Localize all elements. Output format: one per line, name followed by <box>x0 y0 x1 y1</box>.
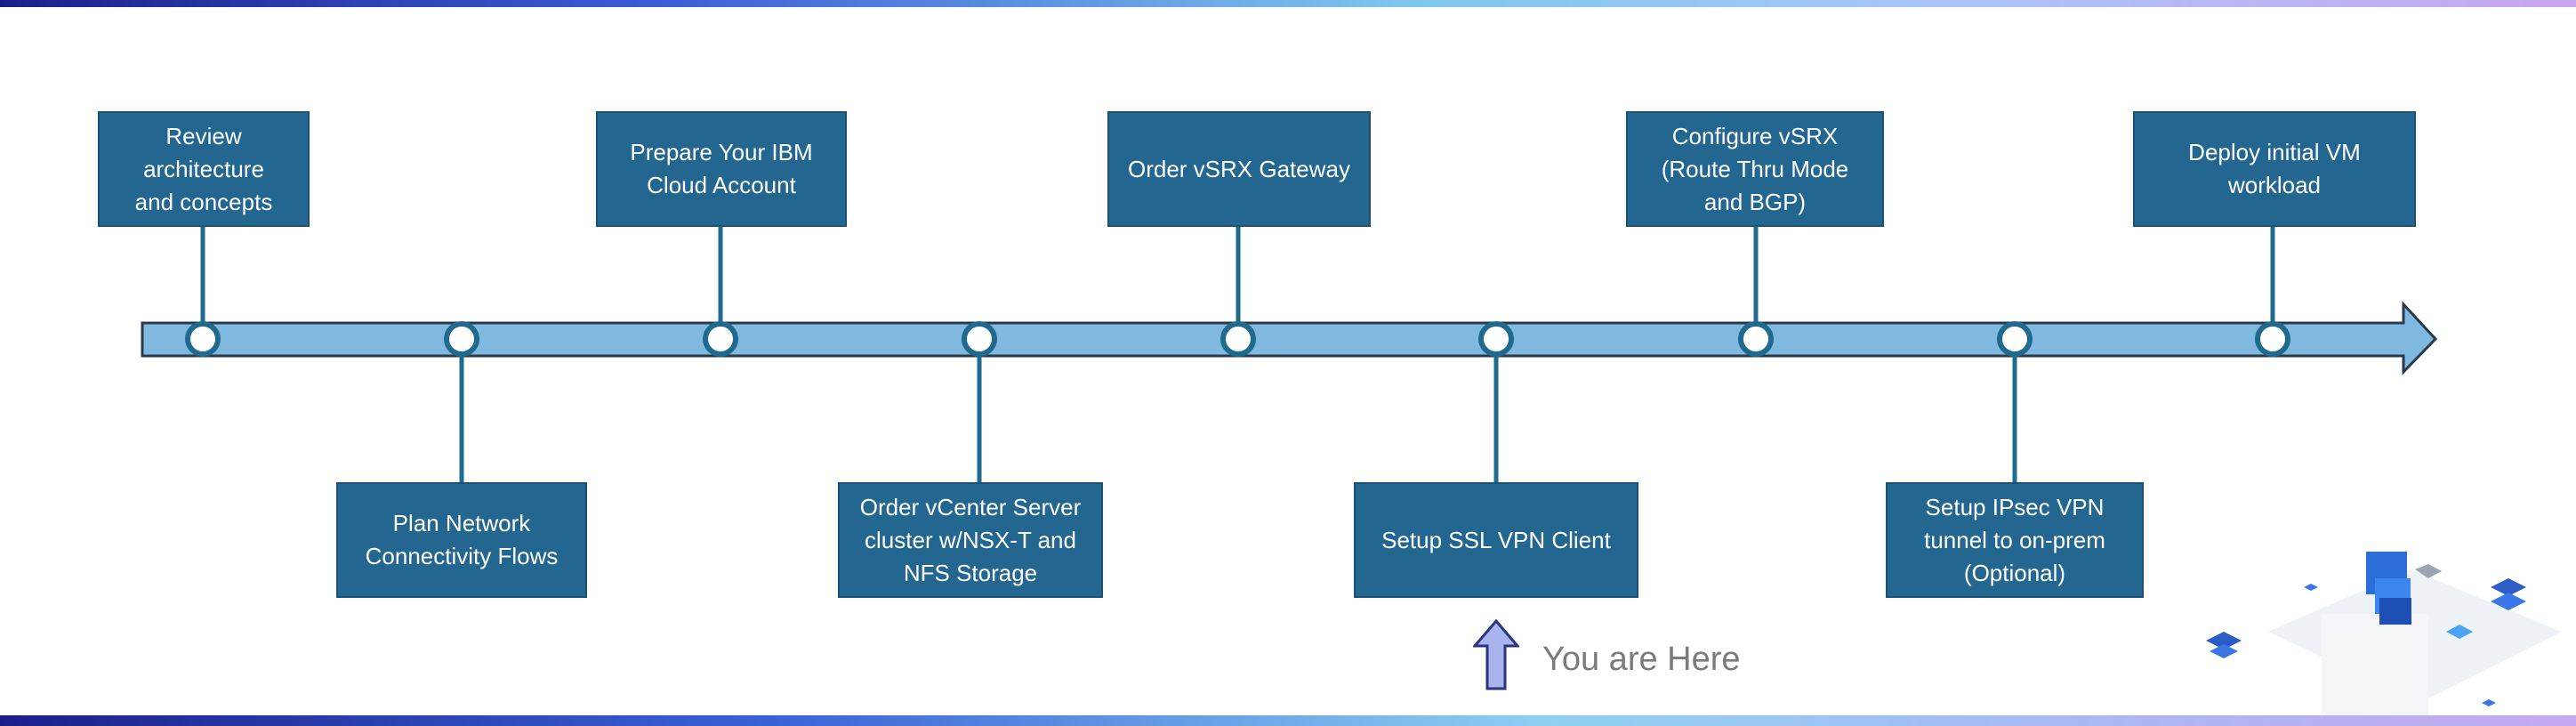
milestone-node <box>444 321 479 357</box>
milestone-node <box>1478 321 1514 357</box>
milestone-label: Review architecture and concepts <box>134 122 273 215</box>
timeline-arrow <box>141 301 2438 375</box>
milestone-label: Order vSRX Gateway <box>1128 155 1350 182</box>
milestone-box: Configure vSRX (Route Thru Mode and BGP) <box>1626 111 1884 227</box>
cloud-server-illustration-icon <box>2188 552 2562 725</box>
milestone-box: Order vSRX Gateway <box>1107 111 1371 227</box>
bottom-gradient-band <box>0 715 2576 726</box>
milestone-label: Setup IPsec VPN tunnel to on-prem (Optio… <box>1924 493 2105 586</box>
milestone-node <box>703 321 738 357</box>
milestone-box: Plan Network Connectivity Flows <box>336 482 587 598</box>
milestone-box: Setup SSL VPN Client <box>1354 482 1638 598</box>
milestone-box: Review architecture and concepts <box>98 111 310 227</box>
you-are-here-label: You are Here <box>1542 641 1741 678</box>
milestone-label: Deploy initial VM workload <box>2188 139 2361 198</box>
milestone-label: Order vCenter Server cluster w/NSX-T and… <box>859 493 1082 586</box>
up-arrow-icon <box>1471 618 1521 697</box>
milestone-label: Prepare Your IBM Cloud Account <box>630 139 813 198</box>
milestone-box: Prepare Your IBM Cloud Account <box>596 111 847 227</box>
milestone-node <box>2255 321 2290 357</box>
milestone-node <box>185 321 221 357</box>
milestone-label: Configure vSRX (Route Thru Mode and BGP) <box>1661 122 1849 215</box>
milestone-box: Order vCenter Server cluster w/NSX-T and… <box>838 482 1103 598</box>
milestone-label: Plan Network Connectivity Flows <box>365 510 559 569</box>
top-gradient-band <box>0 0 2576 7</box>
milestone-node <box>1738 321 1774 357</box>
milestone-node <box>962 321 997 357</box>
milestone-box: Deploy initial VM workload <box>2133 111 2416 227</box>
milestone-label: Setup SSL VPN Client <box>1381 526 1611 553</box>
milestone-node <box>1220 321 1256 357</box>
milestone-node <box>1997 321 2033 357</box>
milestone-box: Setup IPsec VPN tunnel to on-prem (Optio… <box>1886 482 2144 598</box>
